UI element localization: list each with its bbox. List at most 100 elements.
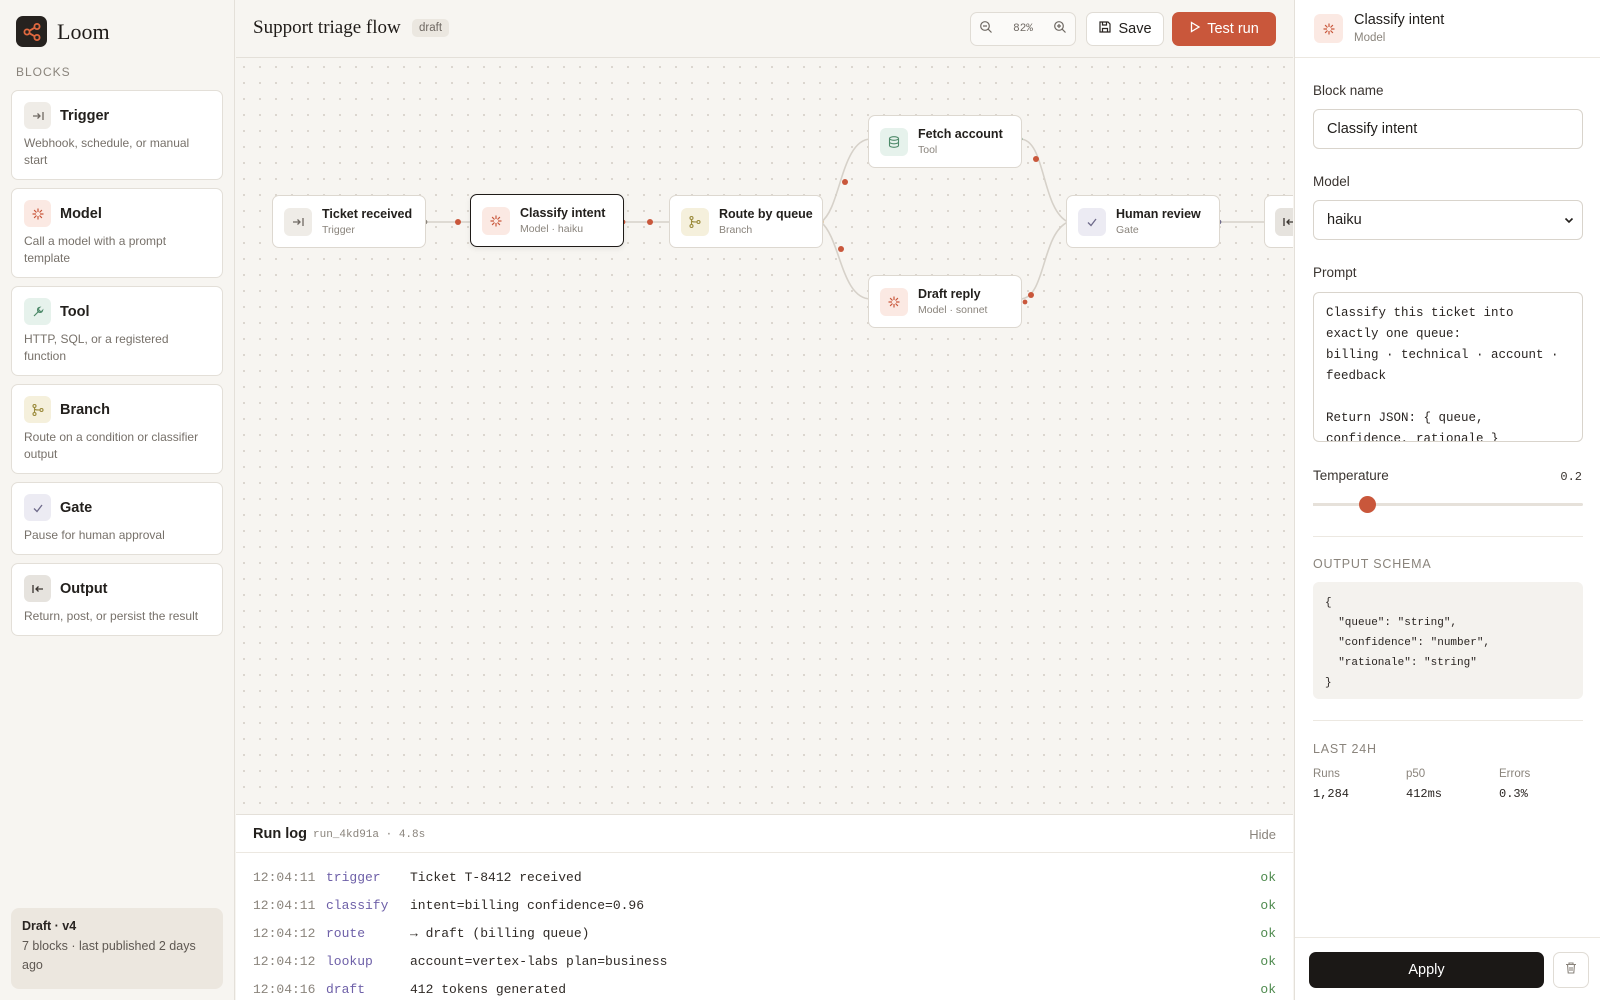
inspector-panel: Classify intent Model Block name Model h…: [1294, 0, 1600, 1000]
log-row: 12:04:11 classify intent=billing confide…: [236, 891, 1293, 919]
edge-fetch-review: [1019, 138, 1069, 223]
draft-summary: 7 blocks · last published 2 days ago: [22, 939, 196, 972]
port-dot: [647, 219, 653, 225]
block-name-input[interactable]: [1313, 109, 1583, 149]
stat-runs: Runs 1,284: [1313, 768, 1349, 801]
save-icon: [1098, 20, 1112, 38]
log-status: ok: [1260, 953, 1276, 969]
port-dot: [455, 219, 461, 225]
sparkle-icon: [482, 206, 510, 235]
save-button[interactable]: Save: [1086, 12, 1164, 46]
trigger-icon: [24, 102, 51, 129]
block-description: HTTP, SQL, or a registered function: [24, 332, 169, 363]
block-description: Pause for human approval: [24, 528, 165, 542]
zoom-control: 82%: [970, 12, 1076, 46]
play-icon: [1189, 21, 1201, 37]
model-label: Model: [1313, 174, 1350, 189]
node-subtitle: Model · sonnet: [918, 304, 988, 316]
output-icon: [24, 575, 51, 602]
block-card-gate[interactable]: Gate Pause for human approval: [11, 482, 223, 555]
port-dot: [1033, 156, 1039, 162]
stat-value: 412ms: [1406, 787, 1443, 801]
log-row: 12:04:16 draft 412 tokens generated ok: [236, 975, 1293, 1000]
node-draft-reply[interactable]: Draft reply Model · sonnet: [868, 275, 1022, 328]
block-palette: Trigger Webhook, schedule, or manual sta…: [11, 90, 223, 644]
temperature-slider[interactable]: [1313, 496, 1583, 513]
log-type: trigger: [326, 869, 381, 885]
node-subtitle: Tool: [918, 144, 938, 156]
node-ticket-received[interactable]: Ticket received Trigger: [272, 195, 426, 248]
log-row: 12:04:12 route → draft (billing queue) o…: [236, 919, 1293, 947]
node-title: Draft reply: [918, 287, 981, 301]
node-title: Human review: [1116, 207, 1201, 221]
block-title: Gate: [60, 499, 93, 516]
node-fetch-account[interactable]: Fetch account Tool: [868, 115, 1022, 168]
log-rows: 12:04:11 trigger Ticket T-8412 received …: [236, 853, 1293, 1000]
temperature-label: Temperature: [1313, 468, 1389, 483]
stat-label: p50: [1406, 768, 1426, 780]
stat-errors: Errors 0.3%: [1499, 768, 1530, 801]
test-run-label: Test run: [1207, 21, 1259, 37]
block-card-model[interactable]: Model Call a model with a prompt templat…: [11, 188, 223, 278]
model-select[interactable]: haiku: [1313, 200, 1583, 240]
port-dot: [838, 246, 844, 252]
log-status: ok: [1260, 869, 1276, 885]
node-route-by-queue[interactable]: Route by queue Branch: [669, 195, 823, 248]
block-card-trigger[interactable]: Trigger Webhook, schedule, or manual sta…: [11, 90, 223, 180]
node-subtitle: Model · haiku: [520, 223, 584, 235]
block-card-tool[interactable]: Tool HTTP, SQL, or a registered function: [11, 286, 223, 376]
block-card-branch[interactable]: Branch Route on a condition or classifie…: [11, 384, 223, 474]
log-status: ok: [1260, 981, 1276, 997]
stat-label: Errors: [1499, 768, 1531, 780]
block-description: Webhook, schedule, or manual start: [24, 136, 190, 167]
node-subtitle: Gate: [1116, 224, 1139, 236]
sparkle-icon: [880, 287, 908, 316]
run-id: run_4kd91a · 4.8s: [313, 829, 426, 841]
topbar: Support triage flow draft 82% Save Test …: [236, 0, 1293, 58]
draft-version: Draft · v4: [22, 919, 77, 933]
panel-footer: Apply: [1295, 937, 1600, 1000]
log-type: classify: [326, 897, 389, 913]
hide-log-button[interactable]: Hide: [1249, 827, 1276, 842]
block-title: Output: [60, 580, 108, 597]
stat-label: Runs: [1313, 768, 1340, 780]
edge-route-fetch: [820, 138, 872, 223]
delete-block-button[interactable]: [1553, 952, 1589, 988]
block-description: Return, post, or persist the result: [24, 609, 199, 623]
block-title: Branch: [60, 401, 110, 418]
flow-edges: [422, 136, 1266, 305]
database-icon: [880, 127, 908, 156]
node-subtitle: Branch: [719, 224, 753, 236]
block-card-output[interactable]: Output Return, post, or persist the resu…: [11, 563, 223, 636]
flow-canvas[interactable]: Ticket received Trigger Classify intent …: [236, 59, 1293, 813]
log-message: account=vertex-labs plan=business: [410, 953, 668, 969]
node-human-review[interactable]: Human review Gate: [1066, 195, 1220, 248]
stat-value: 1,284: [1313, 787, 1350, 801]
block-name-label: Block name: [1313, 83, 1384, 98]
port-dot: [842, 179, 848, 185]
output-schema-code[interactable]: { "queue": "string", "confidence": "numb…: [1313, 582, 1583, 699]
slider-thumb[interactable]: [1359, 496, 1376, 513]
divider: [1313, 536, 1583, 537]
panel-title: Classify intent: [1354, 12, 1445, 28]
trash-icon: [1564, 961, 1578, 980]
apply-button[interactable]: Apply: [1309, 952, 1544, 988]
node-classify-intent[interactable]: Classify intent Model · haiku: [470, 194, 624, 247]
log-row: 12:04:12 lookup account=vertex-labs plan…: [236, 947, 1293, 975]
flow-title[interactable]: Support triage flow: [253, 17, 401, 38]
app-name: Loom: [57, 18, 110, 44]
log-message: 412 tokens generated: [410, 981, 567, 997]
temperature-value: 0.2: [1560, 470, 1582, 484]
brand[interactable]: Loom: [16, 16, 110, 47]
test-run-button[interactable]: Test run: [1172, 12, 1276, 46]
log-type: draft: [326, 981, 366, 997]
chevron-down-icon: [1563, 213, 1575, 231]
log-message: → draft (billing queue): [410, 925, 590, 941]
prompt-textarea[interactable]: Classify this ticket into exactly one qu…: [1313, 292, 1583, 442]
node-output-partial[interactable]: [1264, 195, 1293, 248]
zoom-in-icon[interactable]: [1053, 20, 1067, 39]
zoom-out-icon[interactable]: [979, 20, 993, 39]
port-dot: [1022, 299, 1028, 305]
zoom-level: 82%: [1013, 23, 1033, 35]
prompt-label: Prompt: [1313, 265, 1357, 280]
